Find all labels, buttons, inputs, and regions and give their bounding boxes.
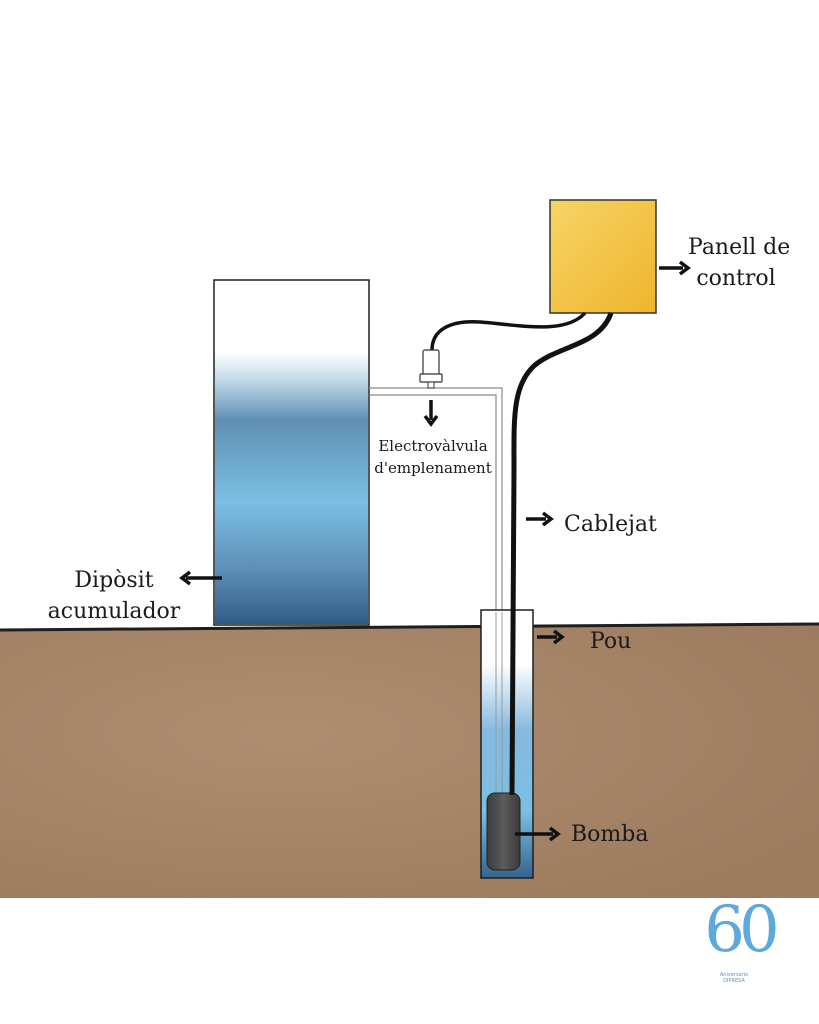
logo-text-line-1: Aniversario xyxy=(719,972,749,978)
arrow-cabling xyxy=(526,511,554,527)
fill-pipe xyxy=(369,387,503,612)
pump xyxy=(486,792,521,871)
arrow-well xyxy=(537,629,565,645)
anniversary-logo: 60 xyxy=(704,893,779,967)
tank-label-line-1: Dipòsit xyxy=(74,568,154,593)
well-pipe xyxy=(495,612,503,800)
solenoid-valve xyxy=(422,349,440,376)
pump-cable xyxy=(509,312,614,796)
logo-text-line-2: DIPRESA xyxy=(723,978,745,984)
solenoid-valve-stem xyxy=(427,381,435,389)
arrow-valve xyxy=(423,400,439,427)
well-label: Pou xyxy=(590,629,632,654)
tank-label: Dipòsit acumulador xyxy=(46,565,182,627)
ground xyxy=(0,624,819,898)
solenoid-valve-nut xyxy=(419,373,443,383)
tank-label-line-2: acumulador xyxy=(47,599,181,624)
panel-label-line-1: Panell de xyxy=(688,235,791,260)
cabling-label: Cablejat xyxy=(564,512,657,537)
valve-label-line-2: d'emplenament xyxy=(374,459,492,477)
arrow-panel xyxy=(659,260,691,276)
valve-cable xyxy=(430,311,587,351)
ground-surface-line xyxy=(0,622,819,632)
control-panel xyxy=(549,199,657,314)
panel-label: Panell de control xyxy=(688,232,791,294)
arrow-pump xyxy=(515,826,561,842)
valve-label-line-1: Electrovàlvula xyxy=(378,437,488,455)
valve-label: Electrovàlvula d'emplenament xyxy=(370,435,496,479)
panel-label-line-2: control xyxy=(696,266,776,291)
storage-tank-water xyxy=(215,352,368,624)
anniversary-logo-text: Aniversario DIPRESA xyxy=(694,972,774,984)
arrow-tank xyxy=(179,570,222,586)
pump-label: Bomba xyxy=(571,822,649,847)
